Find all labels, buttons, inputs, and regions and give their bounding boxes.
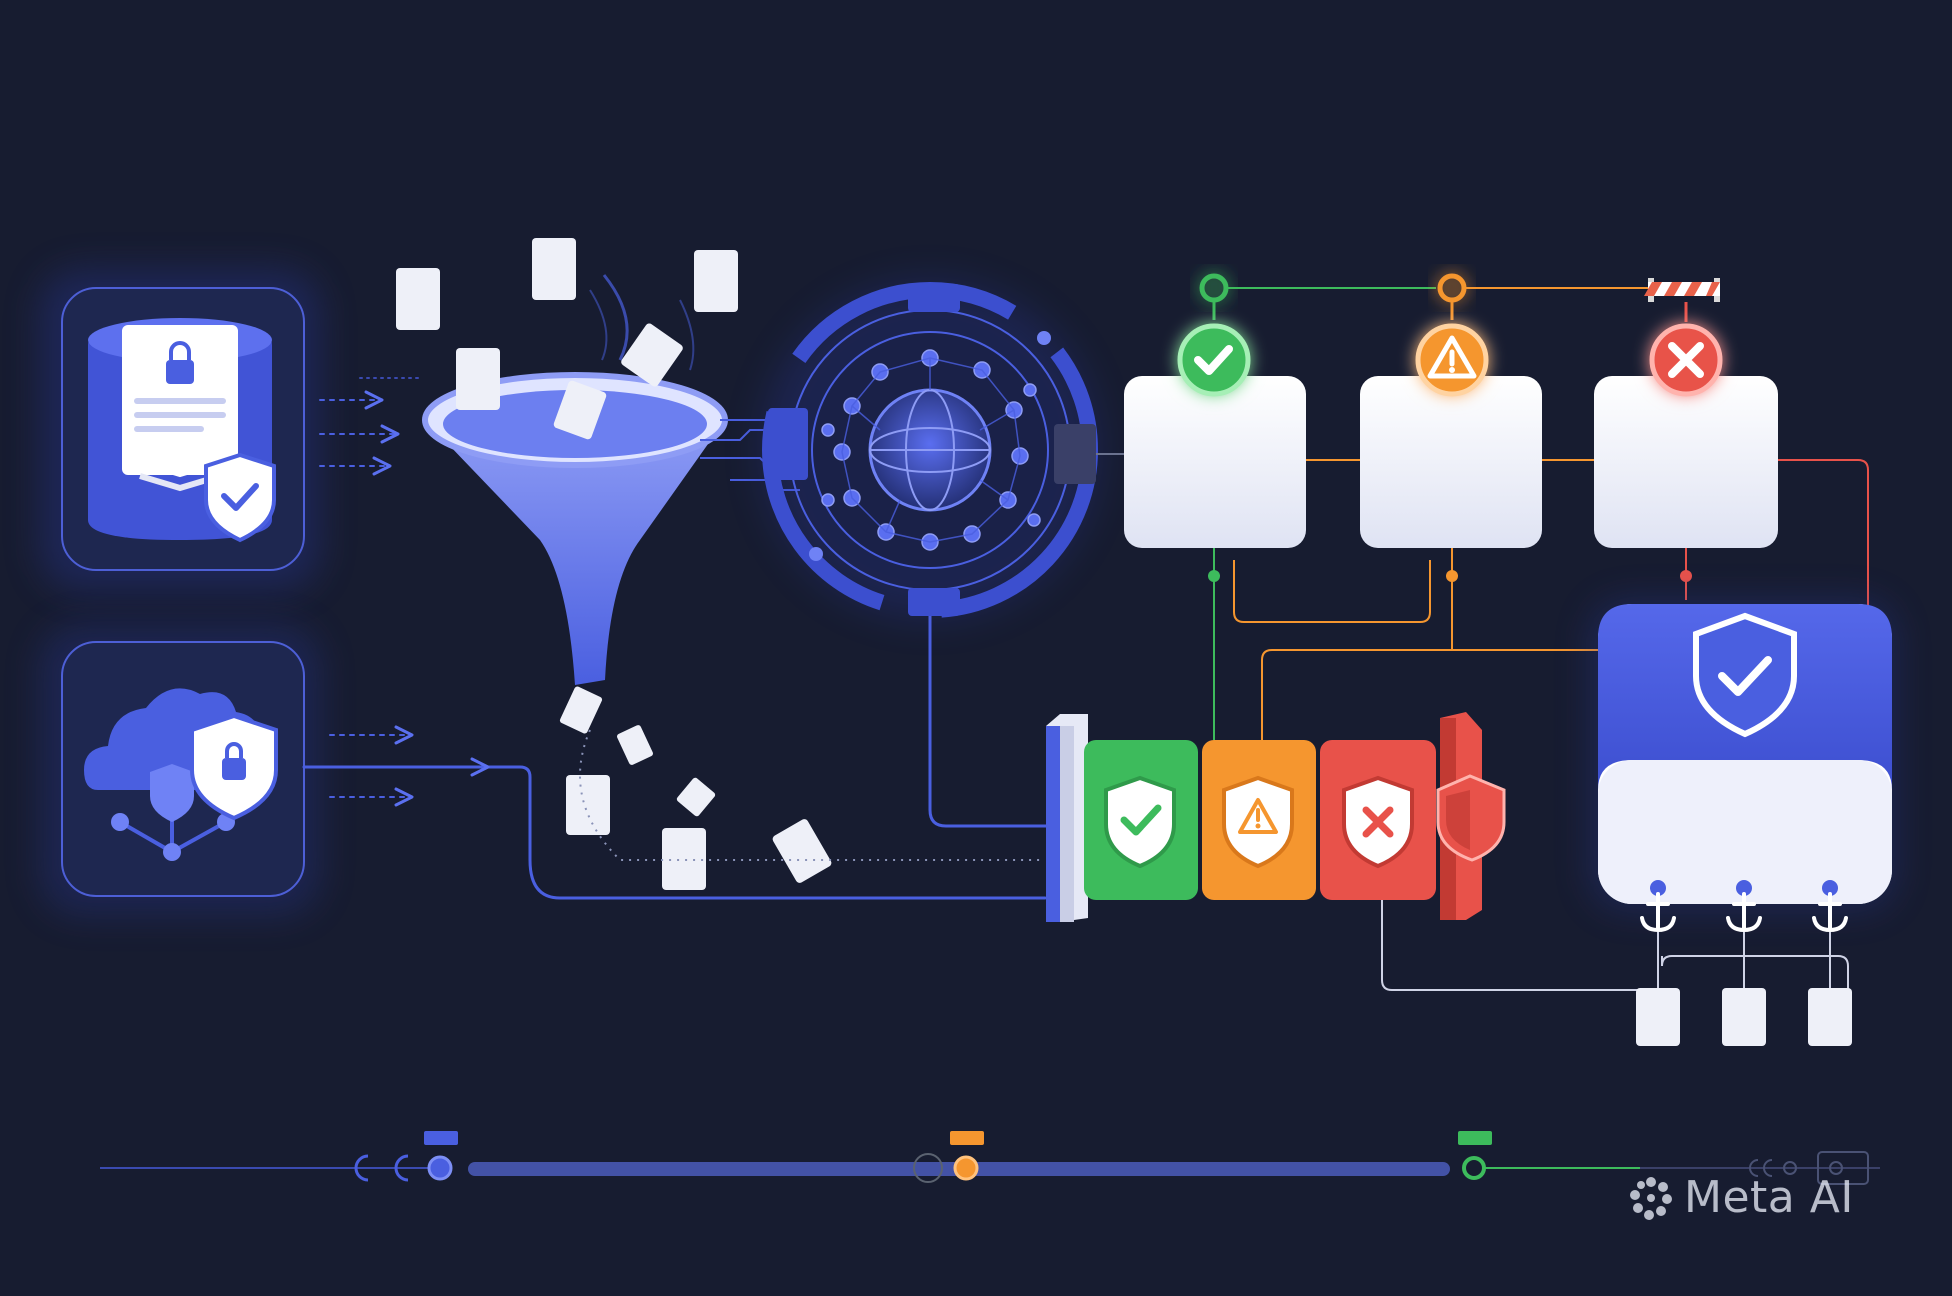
timeline-marker-warn (953, 1155, 979, 1181)
timeline-marker-accent (427, 1155, 453, 1181)
gate-block-fail (1320, 740, 1436, 900)
shield-gate (1046, 712, 1506, 922)
marker-flag-warn (950, 1131, 984, 1145)
validation-card-warn (1360, 273, 1542, 582)
funnel-icon (422, 274, 728, 685)
barrier-icon (1644, 278, 1720, 302)
marker-flag-pass (1458, 1131, 1492, 1145)
shield-check-icon (1104, 775, 1176, 869)
shield-check-icon (1693, 612, 1797, 738)
flower-logo-icon (1630, 1176, 1672, 1220)
cloud-network-lock-shield-icon (84, 688, 278, 861)
marker-flag-accent (424, 1131, 458, 1145)
warning-icon (1427, 335, 1477, 379)
gate-block-warn (1202, 740, 1316, 900)
check-icon (1194, 345, 1233, 375)
timeline (100, 1131, 1880, 1185)
neural-globe-icon (760, 280, 1100, 828)
secure-vault (1590, 600, 1896, 1046)
x-icon (1668, 342, 1704, 378)
brand-label: Meta AI (1684, 1172, 1854, 1223)
validation-card-pass (1124, 273, 1306, 582)
gate-block-pass (1084, 740, 1198, 900)
timeline-marker-pass (1462, 1156, 1486, 1180)
anchor-icons (1640, 880, 1848, 933)
source-arrows (302, 377, 1047, 900)
database-lock-shield-icon (88, 318, 276, 543)
watermark-brand: Meta AI (1628, 1172, 1854, 1223)
connector-lines (1096, 287, 1869, 991)
document-particles (396, 238, 832, 890)
validation-card-fail (1594, 278, 1778, 582)
source-panel-cloud (40, 625, 320, 915)
source-panel-database (40, 270, 320, 590)
gate-end-cap (1436, 712, 1506, 920)
output-documents (1636, 988, 1852, 1046)
